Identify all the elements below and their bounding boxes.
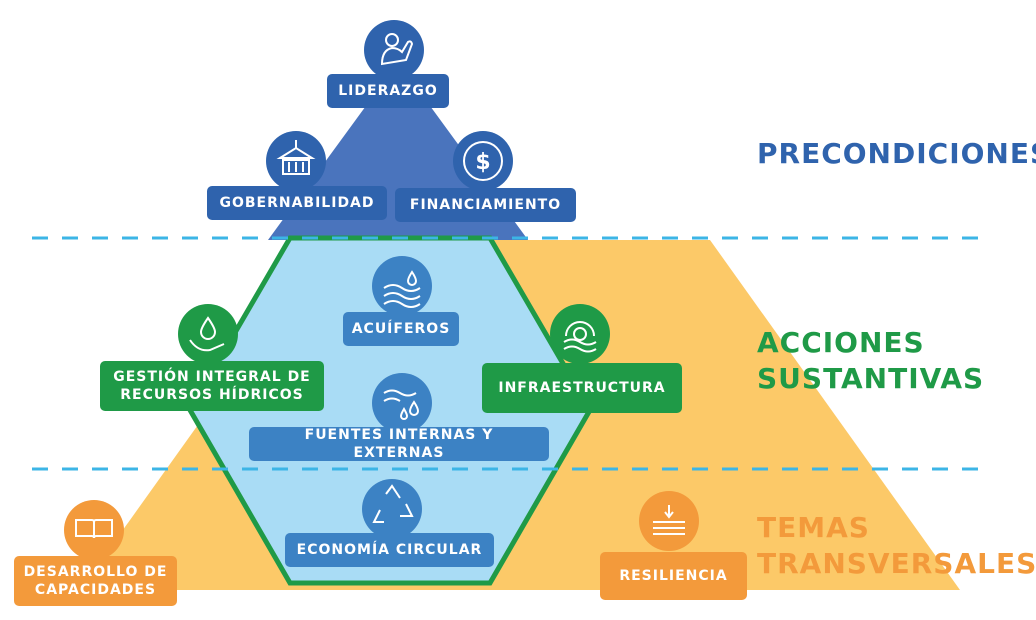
fuentes-label: FUENTES INTERNAS Y EXTERNAS — [304, 427, 494, 461]
gobernabilidad-label: GOBERNABILIDAD — [219, 195, 375, 211]
fuentes-box: FUENTES INTERNAS Y EXTERNAS — [249, 427, 549, 461]
economia-circular-box: ECONOMÍA CIRCULAR — [285, 533, 494, 567]
hand-water-drop-icon — [178, 304, 238, 364]
layers-arrow-icon — [639, 491, 699, 551]
infraestructura-label: INFRAESTRUCTURA — [498, 380, 666, 396]
resiliencia-box: RESILIENCIA — [600, 552, 747, 600]
gear-sun-waves-icon — [550, 304, 610, 364]
temas-label: TEMAS TRANSVERSALES — [757, 511, 1036, 580]
precondiciones-label: PRECONDICIONES — [757, 137, 1036, 170]
waves-drops-icon — [372, 373, 432, 433]
gestion-integral-box: GESTIÓN INTEGRAL DE RECURSOS HÍDRICOS — [100, 361, 324, 411]
financiamiento-box: FINANCIAMIENTO — [395, 188, 576, 222]
government-building-icon — [266, 131, 326, 191]
water-drop-waves-icon — [372, 256, 432, 316]
economia-circular-label: ECONOMÍA CIRCULAR — [296, 542, 483, 558]
liderazgo-label: LIDERAZGO — [338, 83, 438, 99]
liderazgo-box: LIDERAZGO — [327, 74, 449, 108]
desarrollo-capacidades-label: DESARROLLO DE CAPACIDADES — [23, 564, 168, 598]
svg-text:$: $ — [475, 150, 490, 175]
financiamiento-label: FINANCIAMIENTO — [409, 197, 562, 213]
person-raised-hand-icon — [364, 20, 424, 80]
book-icon — [64, 500, 124, 560]
resiliencia-label: RESILIENCIA — [619, 568, 728, 584]
infraestructura-box: INFRAESTRUCTURA — [482, 363, 682, 413]
acciones-label: ACCIONES SUSTANTIVAS — [757, 326, 985, 395]
acuiferos-label: ACUÍFEROS — [351, 321, 451, 337]
recycle-icon — [362, 479, 422, 539]
desarrollo-capacidades-box: DESARROLLO DE CAPACIDADES — [14, 556, 177, 606]
acuiferos-box: ACUÍFEROS — [343, 312, 459, 346]
gestion-integral-label: GESTIÓN INTEGRAL DE RECURSOS HÍDRICOS — [113, 369, 311, 403]
dollar-coin-icon: $ — [453, 131, 513, 191]
gobernabilidad-box: GOBERNABILIDAD — [207, 186, 387, 220]
